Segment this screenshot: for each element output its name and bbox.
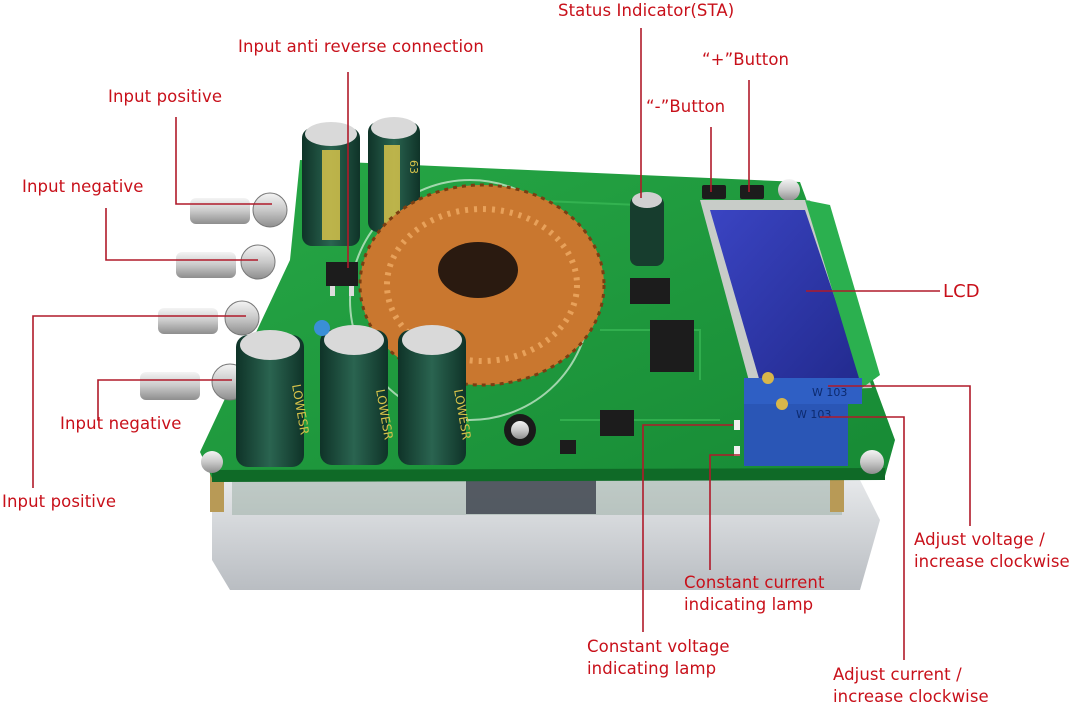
leader-input-positive-top bbox=[175, 117, 272, 205]
label-adjust-voltage: Adjust voltage / increase clockwise bbox=[914, 530, 1070, 571]
terminal-3 bbox=[158, 300, 260, 336]
output-capacitors: LOWESR LOWESR LOWESR bbox=[236, 320, 474, 467]
leader-input-positive-bottom bbox=[32, 315, 246, 488]
label-status-indicator: Status Indicator(STA) bbox=[558, 1, 735, 20]
svg-text:W 103: W 103 bbox=[812, 386, 847, 399]
input-capacitors-top: 63 bbox=[302, 117, 420, 246]
svg-text:W 103: W 103 bbox=[796, 408, 831, 421]
lcd-module bbox=[700, 200, 880, 392]
label-constant-voltage-lamp: Constant voltage indicating lamp bbox=[587, 637, 730, 678]
push-buttons bbox=[702, 185, 764, 199]
anti-reverse-mosfet bbox=[326, 262, 358, 296]
leader-input-negative-bottom bbox=[97, 379, 232, 420]
svg-text:63: 63 bbox=[407, 160, 420, 174]
potentiometers: W 103 W 103 bbox=[744, 372, 862, 466]
leader-adjust-current bbox=[820, 416, 905, 660]
terminal-1 bbox=[190, 192, 288, 228]
terminal-2 bbox=[176, 244, 276, 280]
leader-input-negative-top bbox=[105, 208, 258, 261]
label-input-negative-bottom: Input negative bbox=[60, 414, 182, 433]
leader-constant-current bbox=[709, 454, 740, 570]
label-minus-button: “-”Button bbox=[646, 97, 726, 116]
label-input-positive-top: Input positive bbox=[108, 87, 223, 106]
label-input-anti-reverse: Input anti reverse connection bbox=[238, 37, 484, 56]
leader-lines bbox=[32, 28, 971, 660]
ics bbox=[560, 278, 694, 454]
label-lcd: LCD bbox=[943, 281, 980, 302]
status-capacitor bbox=[630, 192, 664, 266]
leader-constant-voltage bbox=[642, 424, 733, 632]
leader-adjust-voltage bbox=[828, 385, 971, 526]
heatsink bbox=[210, 468, 880, 590]
label-input-positive-bottom: Input positive bbox=[2, 492, 117, 511]
label-constant-current-lamp: Constant current indicating lamp bbox=[684, 573, 825, 614]
label-adjust-current: Adjust current / increase clockwise bbox=[833, 665, 989, 706]
terminal-4 bbox=[140, 363, 249, 401]
label-input-negative-top: Input negative bbox=[22, 177, 144, 196]
toroidal-inductor bbox=[358, 183, 606, 387]
indicator-leds bbox=[734, 420, 740, 456]
label-plus-button: “+”Button bbox=[702, 50, 790, 69]
